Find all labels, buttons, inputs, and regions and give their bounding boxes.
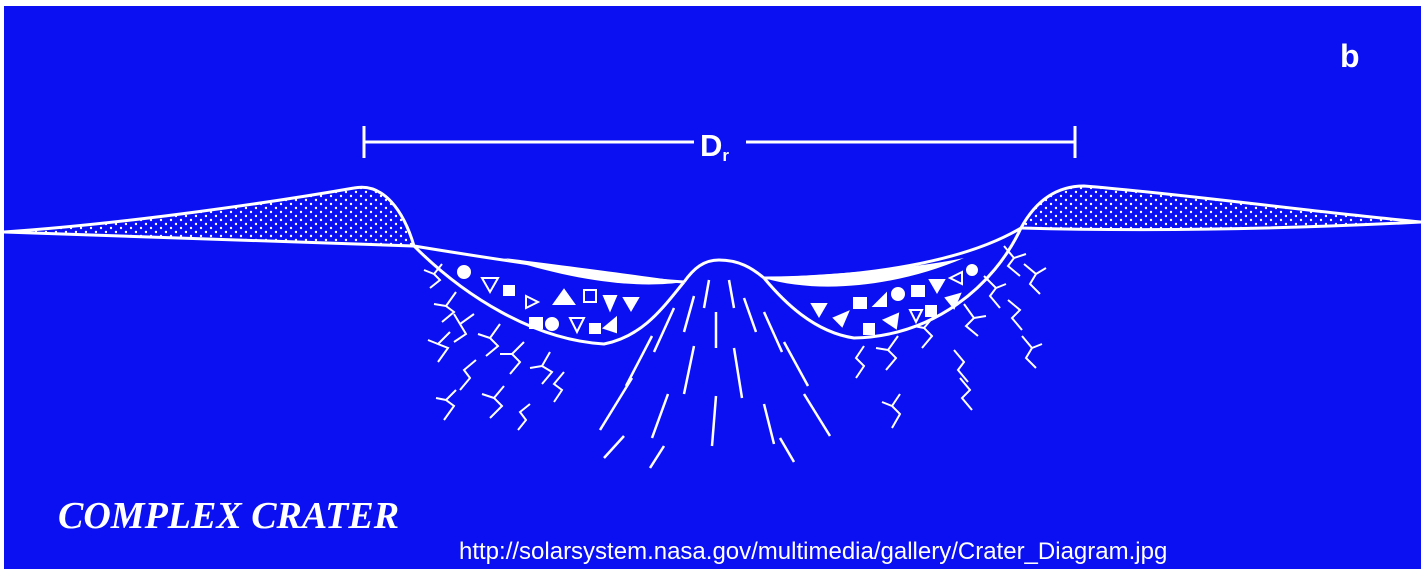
- source-credit: http://solarsystem.nasa.gov/multimedia/g…: [459, 538, 1167, 566]
- panel-label: b: [1340, 38, 1360, 75]
- left-branching-fractures: [424, 264, 564, 430]
- diameter-subscript: r: [722, 146, 729, 165]
- diameter-symbol: D: [700, 128, 722, 163]
- diagram-panel: b Dr COMPLEX CRATER http://solarsystem.n…: [4, 6, 1421, 569]
- diameter-label: Dr: [700, 130, 729, 164]
- right-ejecta-blanket: [1021, 186, 1421, 230]
- left-melt-sheet: [504, 258, 684, 284]
- diagram-title: COMPLEX CRATER: [58, 494, 399, 538]
- crater-floor-surface: [414, 228, 1021, 282]
- crater-cross-section: [4, 6, 1421, 569]
- left-ejecta-blanket: [4, 187, 414, 246]
- central-peak: [684, 260, 764, 282]
